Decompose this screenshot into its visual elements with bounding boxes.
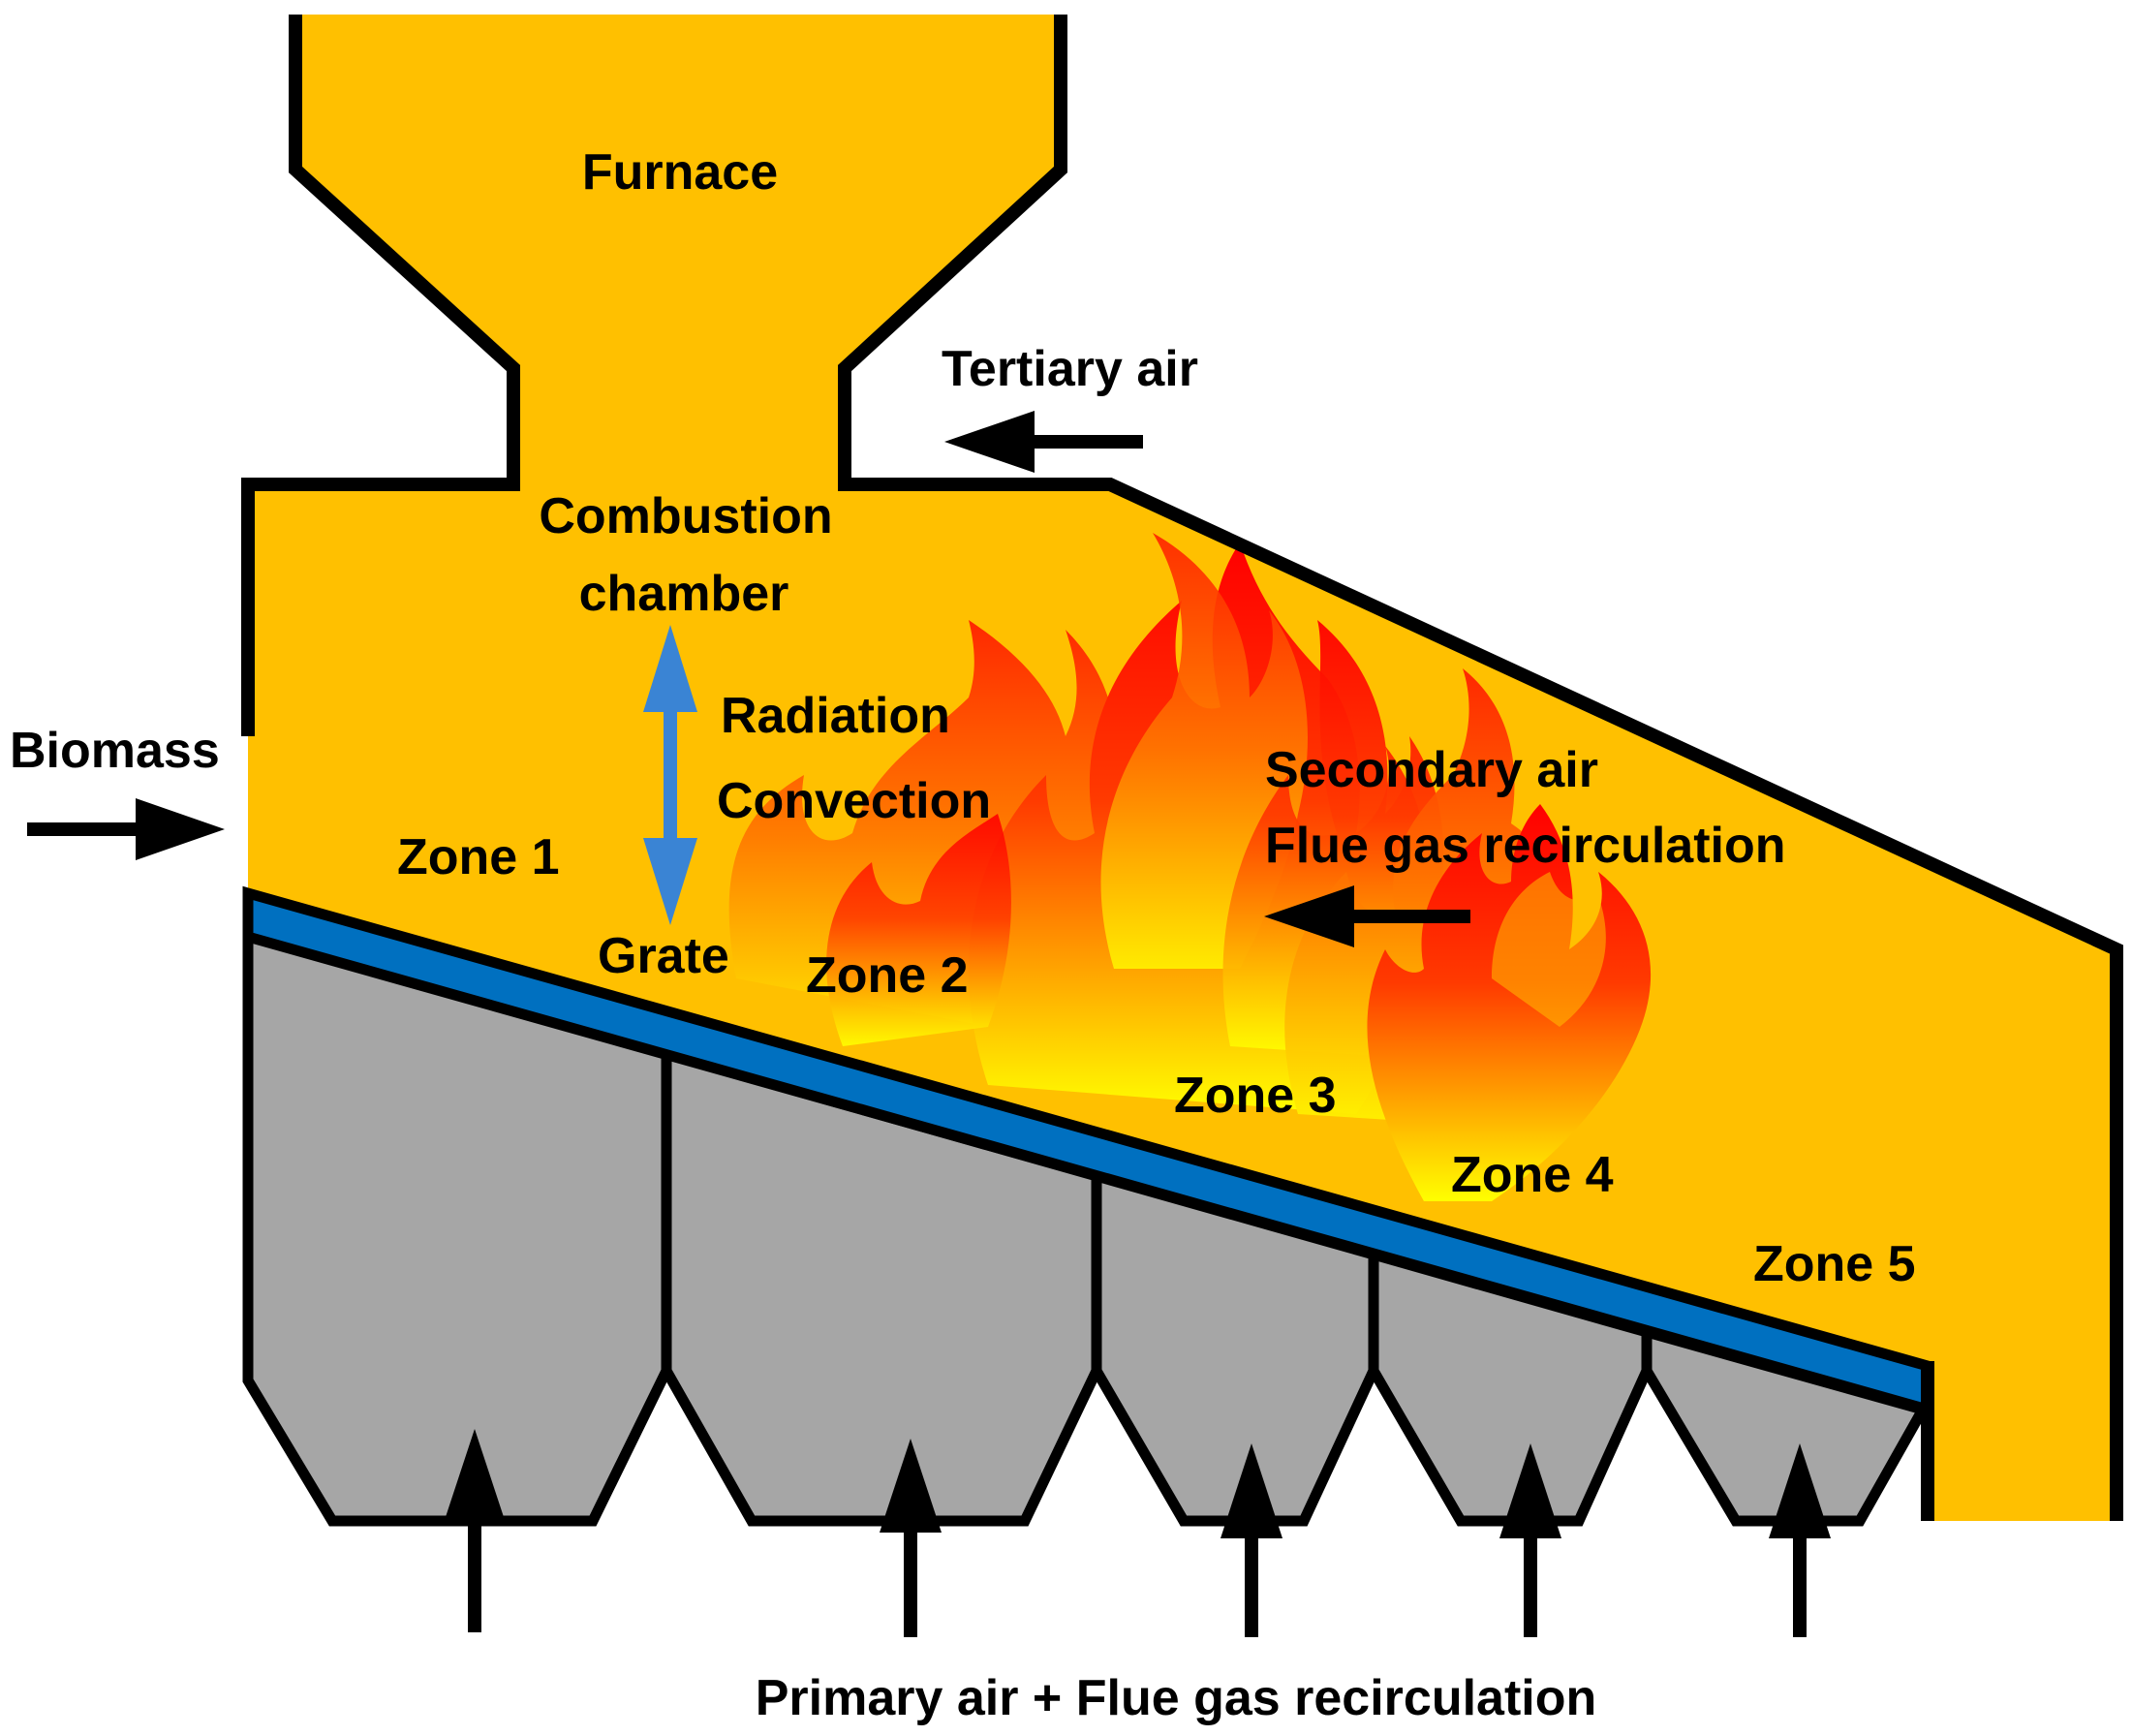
zone-3-label: Zone 3	[1174, 1068, 1337, 1124]
secondary-air-label: Secondary air	[1265, 742, 1598, 798]
grate-label: Grate	[598, 928, 729, 984]
radiation-label: Radiation	[721, 688, 950, 744]
tertiary-air-arrow-icon	[944, 411, 1143, 473]
up-arrow-icon	[444, 1429, 1831, 1637]
convection-label: Convection	[717, 773, 991, 829]
double-headed-arrow-icon	[643, 625, 697, 925]
zone-2-label: Zone 2	[806, 947, 969, 1004]
combustion-label-line2: chamber	[579, 566, 789, 622]
biomass-arrow-icon	[27, 798, 225, 860]
furnace-label: Furnace	[582, 144, 778, 201]
zone-5-label: Zone 5	[1753, 1236, 1916, 1292]
chamber-outline	[241, 15, 2123, 1521]
zone-1-label: Zone 1	[397, 829, 560, 885]
secondary-air-arrow-icon	[1264, 885, 1470, 947]
combustion-label-line1: Combustion	[539, 488, 832, 544]
flue-gas-recirculation-label: Flue gas recirculation	[1265, 818, 1786, 874]
zone-4-label: Zone 4	[1451, 1147, 1614, 1203]
tertiary-air-label: Tertiary air	[942, 341, 1198, 397]
primary-air-label: Primary air + Flue gas recirculation	[756, 1670, 1597, 1726]
flame-icon	[728, 533, 1652, 1201]
biomass-label: Biomass	[10, 723, 220, 779]
